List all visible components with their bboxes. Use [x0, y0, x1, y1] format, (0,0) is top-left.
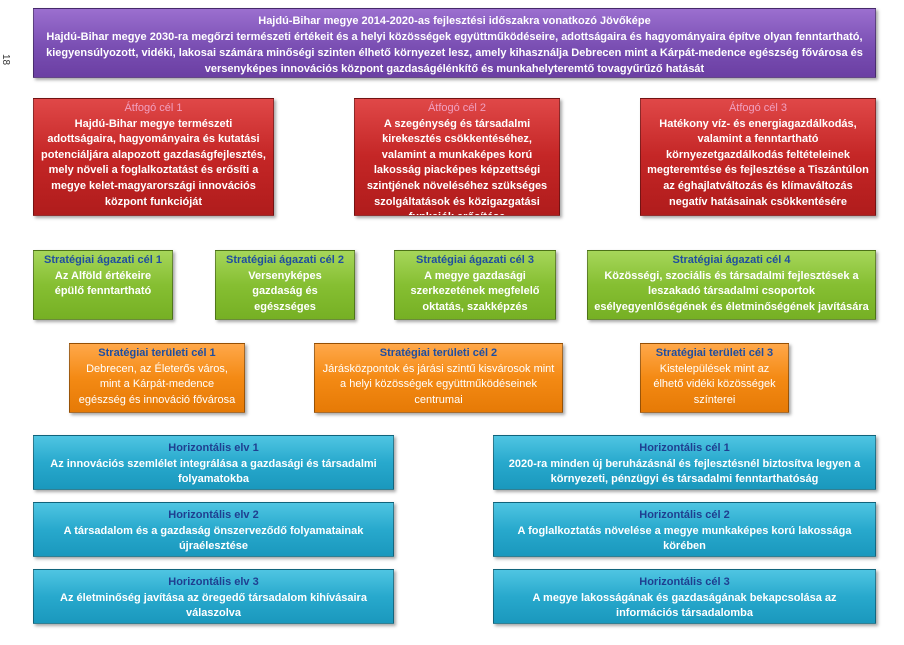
horizontal-goal-title: Horizontális cél 1: [639, 442, 730, 454]
page-number: 18: [0, 53, 12, 66]
territorial-goal-text: Kistelepülések mint az élhető vidéki köz…: [653, 362, 776, 406]
overarching-goal-title: Átfogó cél 1: [124, 102, 183, 114]
sectoral-goal-text: Az Alföld értékeire épülő fenntartható: [54, 269, 152, 298]
horizontal-principle-text: Az innovációs szemlélet integrálása a ga…: [50, 457, 377, 486]
territorial-goal-title: Stratégiai területi cél 3: [655, 347, 774, 359]
overarching-goal-title: Átfogó cél 3: [728, 102, 788, 114]
vision-title: Hajdú-Bihar megye 2014-2020-as fejleszté…: [258, 15, 651, 27]
overarching-goal-text: Hajdú-Bihar megye természeti adottságair…: [41, 117, 266, 208]
territorial-goal-text: Debrecen, az Életerős város, mint a Kárp…: [78, 362, 236, 406]
horizontal-goal-text: 2020-ra minden új beruházásnál és fejles…: [508, 457, 861, 486]
horizontal-principle-title: Horizontális elv 1: [168, 442, 259, 454]
overarching-goal-3: Átfogó cél 3 Hatékony víz- és energiagaz…: [640, 98, 876, 216]
overarching-goal-text: Hatékony víz- és energiagazdálkodás, val…: [647, 117, 869, 208]
sectoral-goal-title: Stratégiai ágazati cél 4: [672, 254, 791, 266]
sectoral-goal-1: Stratégiai ágazati cél 1 Az Alföld érték…: [33, 250, 173, 320]
horizontal-principle-title: Horizontális elv 2: [168, 509, 259, 521]
overarching-goal-1: Átfogó cél 1 Hajdú-Bihar megye természet…: [33, 98, 274, 216]
sectoral-goal-2: Stratégiai ágazati cél 2 Versenyképes ga…: [215, 250, 355, 320]
horizontal-goal-1: Horizontális cél 1 2020-ra minden új ber…: [493, 435, 876, 490]
horizontal-goal-text: A megye lakosságának és gazdaságának bek…: [532, 591, 837, 620]
sectoral-goal-title: Stratégiai ágazati cél 1: [44, 254, 162, 266]
sectoral-goal-4: Stratégiai ágazati cél 4 Közösségi, szoc…: [587, 250, 876, 320]
horizontal-goal-text: A foglalkoztatás növelése a megye munkak…: [517, 524, 852, 553]
sectoral-goal-text: Versenyképes gazdaság és egészséges: [248, 269, 322, 313]
vision-text: Hajdú-Bihar megye 2030-ra megőrzi termés…: [46, 31, 863, 75]
sectoral-goal-title: Stratégiai ágazati cél 2: [226, 254, 344, 266]
overarching-goal-2: Átfogó cél 2 A szegénység és társadalmi …: [354, 98, 560, 216]
territorial-goal-1: Stratégiai területi cél 1 Debrecen, az É…: [69, 343, 245, 413]
horizontal-goal-2: Horizontális cél 2 A foglalkoztatás növe…: [493, 502, 876, 557]
horizontal-principle-title: Horizontális elv 3: [168, 576, 259, 588]
sectoral-goal-text: Közösségi, szociális és társadalmi fejle…: [594, 269, 869, 313]
horizontal-principle-1: Horizontális elv 1 Az innovációs szemlél…: [33, 435, 394, 490]
territorial-goal-title: Stratégiai területi cél 1: [98, 347, 216, 359]
vision-box: Hajdú-Bihar megye 2014-2020-as fejleszté…: [33, 8, 876, 78]
horizontal-goal-3: Horizontális cél 3 A megye lakosságának …: [493, 569, 876, 624]
horizontal-principle-3: Horizontális elv 3 Az életminőség javítá…: [33, 569, 394, 624]
sectoral-goal-text: A megye gazdasági szerkezetének megfelel…: [410, 269, 540, 313]
territorial-goal-2: Stratégiai területi cél 2 Járásközpontok…: [314, 343, 563, 413]
territorial-goal-3: Stratégiai területi cél 3 Kistelepülések…: [640, 343, 789, 413]
horizontal-goal-title: Horizontális cél 3: [639, 576, 730, 588]
sectoral-goal-3: Stratégiai ágazati cél 3 A megye gazdasá…: [394, 250, 556, 320]
horizontal-principle-2: Horizontális elv 2 A társadalom és a gaz…: [33, 502, 394, 557]
overarching-goal-text: A szegénység és társadalmi kirekesztés c…: [366, 117, 548, 215]
territorial-goal-title: Stratégiai területi cél 2: [379, 347, 498, 359]
territorial-goal-text: Járásközpontok és járási szintű kisváros…: [322, 362, 555, 406]
sectoral-goal-title: Stratégiai ágazati cél 3: [416, 254, 534, 266]
horizontal-principle-text: A társadalom és a gazdaság önszerveződő …: [63, 524, 364, 553]
horizontal-principle-text: Az életminőség javítása az öregedő társa…: [60, 591, 367, 620]
overarching-goal-title: Átfogó cél 2: [427, 102, 487, 114]
horizontal-goal-title: Horizontális cél 2: [639, 509, 730, 521]
